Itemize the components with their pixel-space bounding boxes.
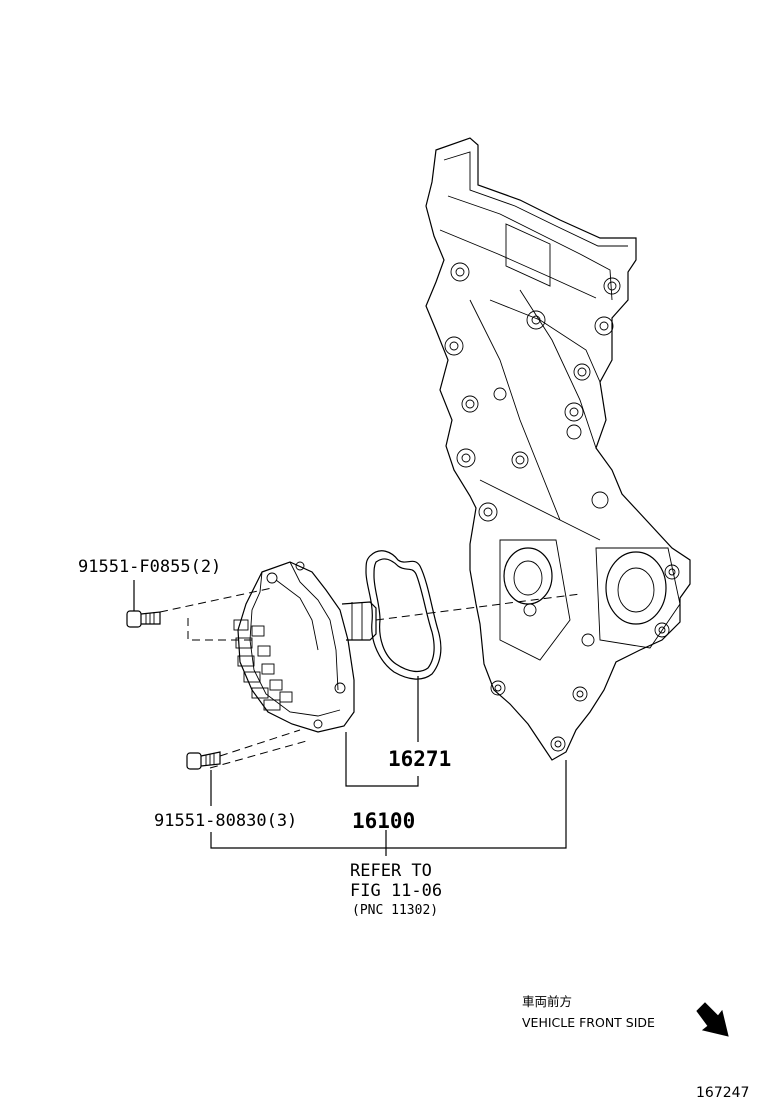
alignment-lines: [159, 587, 581, 769]
bolt-lower: [186, 751, 221, 770]
orientation-english: VEHICLE FRONT SIDE: [522, 1015, 655, 1030]
part-label-bolt-upper: 91551-F0855(2): [78, 557, 221, 577]
part-label-gasket: 16271: [388, 747, 451, 771]
water-pump-16100: [233, 561, 377, 733]
part-label-bolt-lower: 91551-80830(3): [154, 811, 297, 831]
figure-number: 167247: [696, 1085, 749, 1101]
timing-chain-cover: [425, 137, 691, 761]
reference-line-3: (PNC 11302): [352, 903, 438, 918]
reference-line-2: FIG 11-06: [350, 881, 442, 901]
reference-line-1: REFER TO: [350, 861, 432, 881]
leader-lines: [133, 580, 567, 856]
bolt-upper: [126, 610, 161, 628]
front-arrow-icon: [696, 1002, 729, 1037]
gasket-16271: [365, 550, 442, 680]
part-label-water-pump: 16100: [352, 809, 415, 833]
orientation-japanese: 車両前方: [522, 994, 572, 1009]
